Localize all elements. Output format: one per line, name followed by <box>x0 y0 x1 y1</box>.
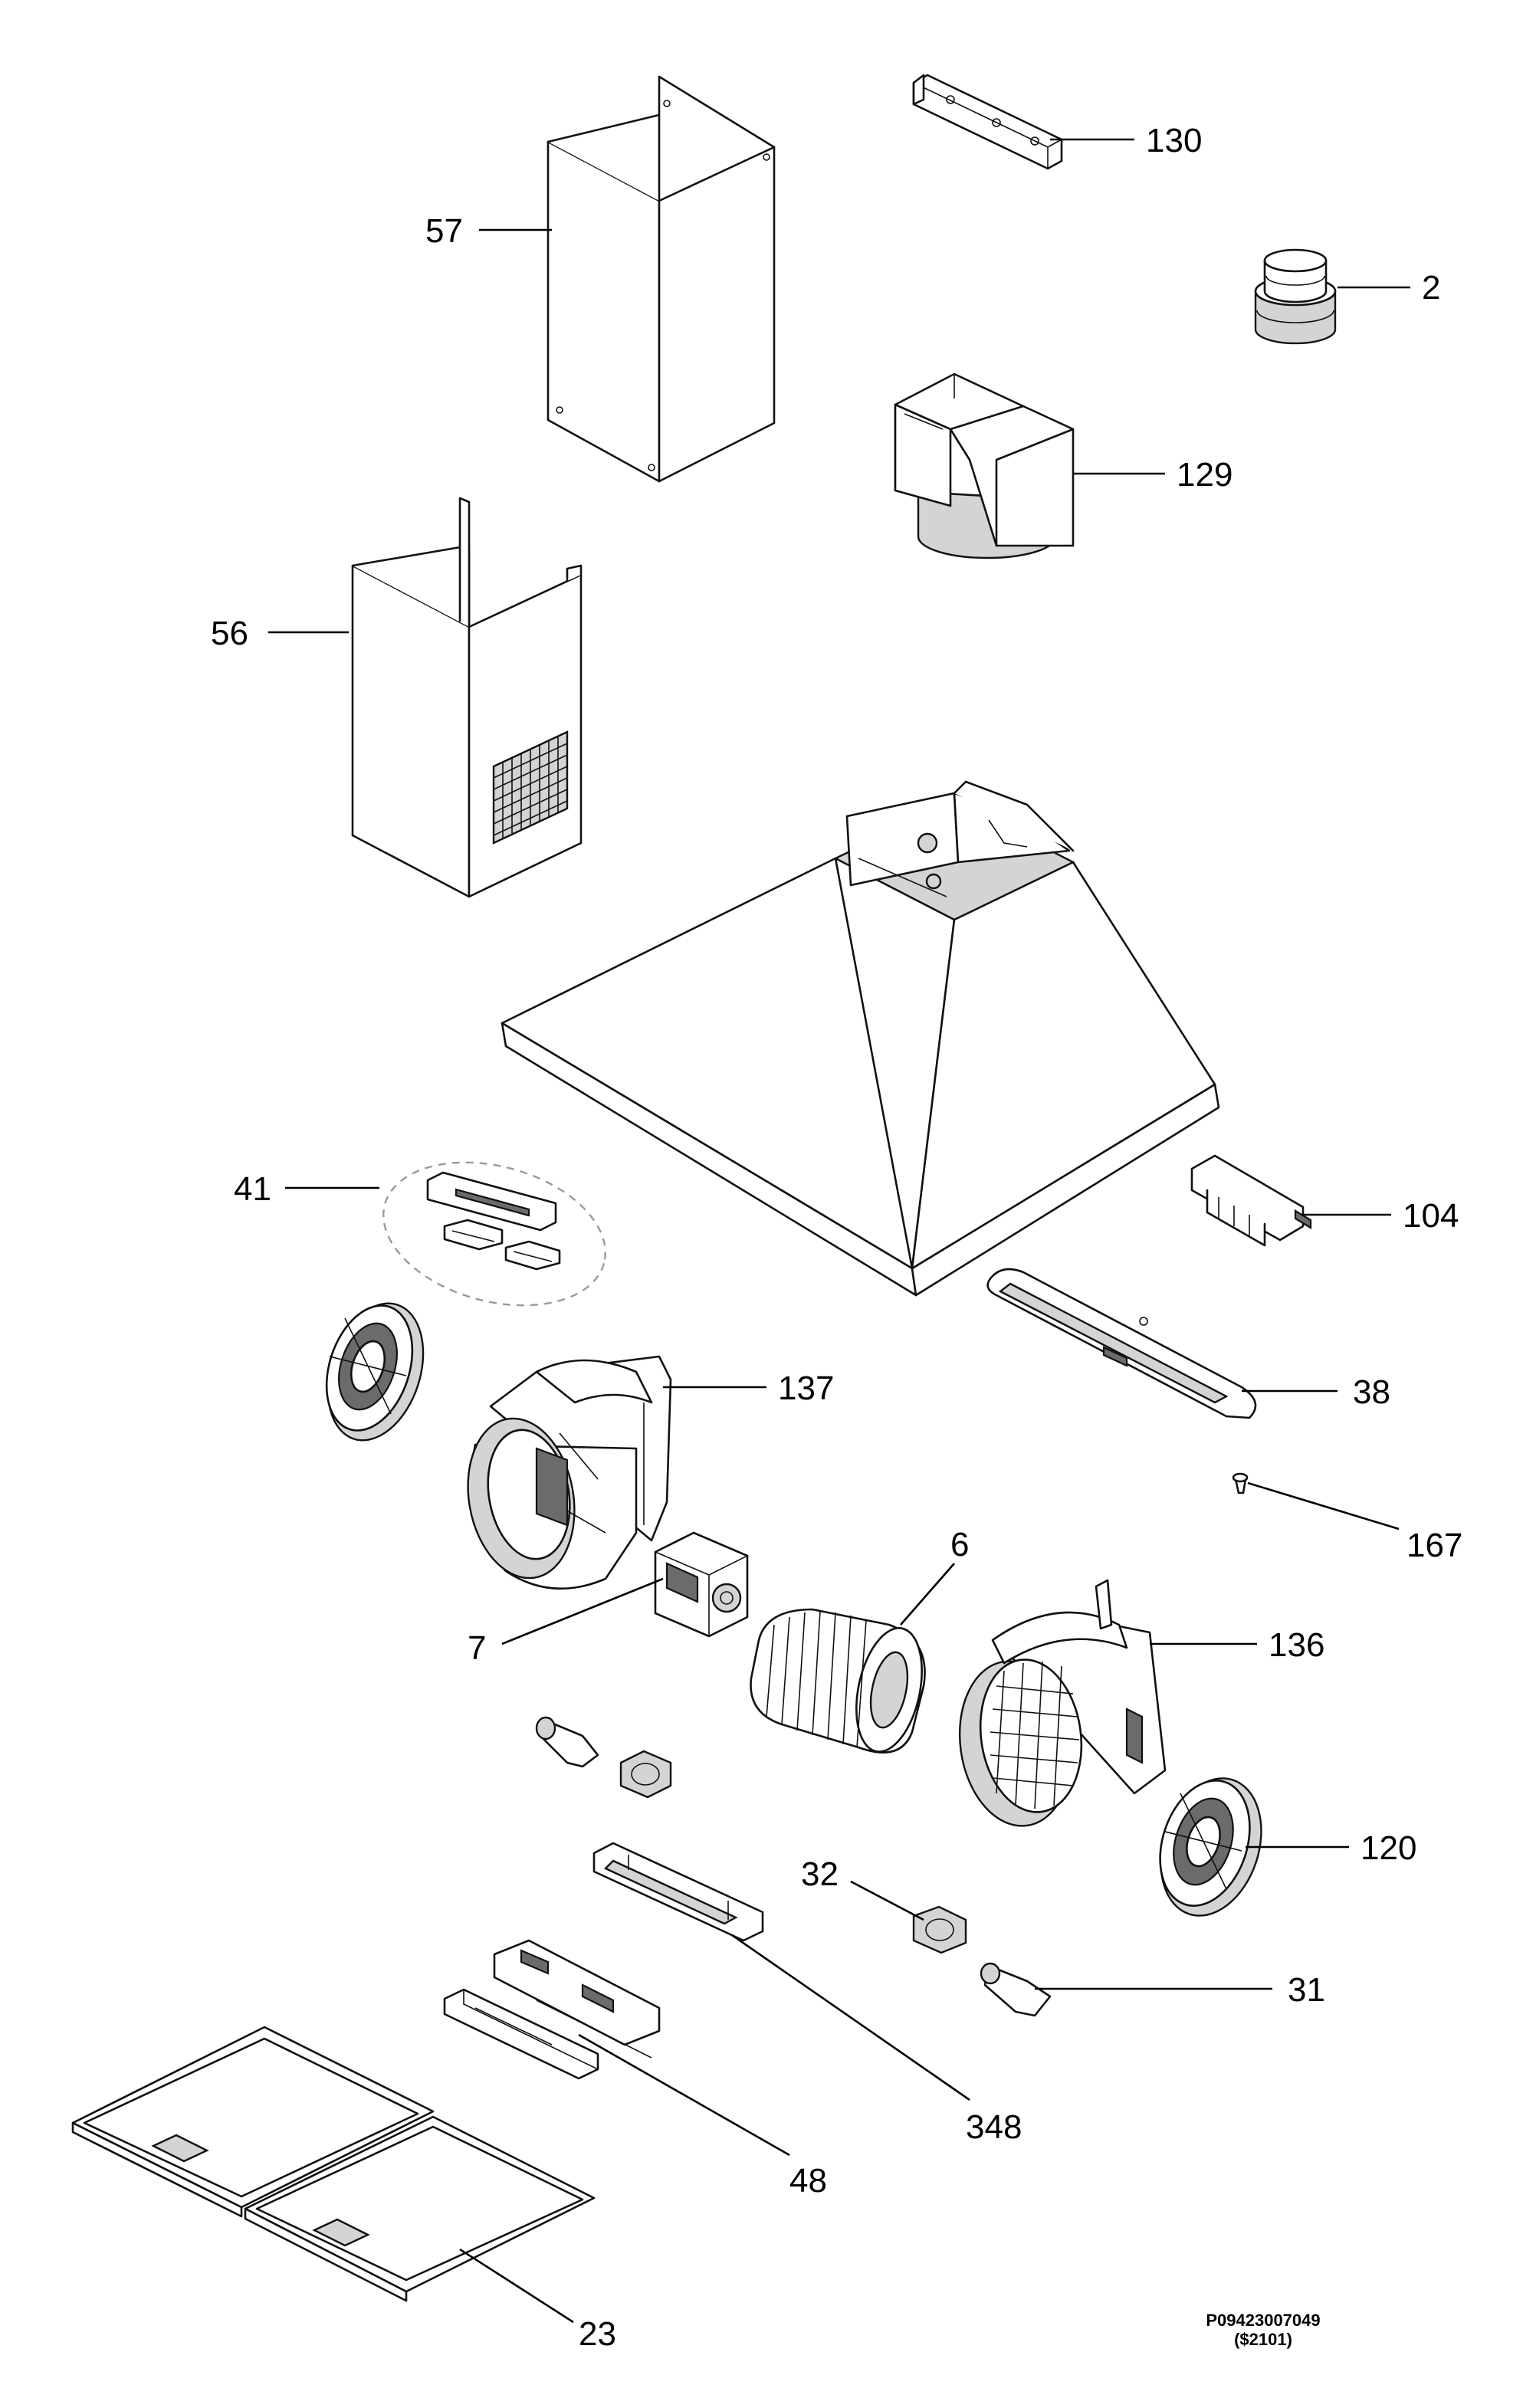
leader-6 <box>900 1563 955 1626</box>
part-129-air-deflector <box>894 372 1075 559</box>
part-137-motor-housing-left <box>467 1355 672 1590</box>
part-136-motor-housing-right <box>958 1579 1167 1827</box>
leader-lines <box>268 138 1410 2324</box>
part-6-blower-wheel <box>750 1608 926 1754</box>
callout-56: 56 <box>211 615 248 652</box>
part-31-bulb <box>980 1962 1052 2017</box>
callout-2: 2 <box>1422 269 1440 307</box>
part-104-lamp-cover <box>1190 1154 1312 1247</box>
part-120-carbon-filter-left <box>325 1302 425 1442</box>
part-57-upper-chimney <box>547 75 776 483</box>
callout-labels: 130 2 57 129 56 41 104 137 38 167 6 7 13… <box>211 122 1462 2353</box>
callout-348: 348 <box>966 2108 1022 2146</box>
diagram-revision: ($2101) <box>1234 2330 1292 2349</box>
callout-31: 31 <box>1288 1971 1325 2009</box>
callout-7: 7 <box>468 1629 486 1667</box>
leader-7 <box>501 1577 664 1645</box>
leader-348 <box>731 1934 970 2101</box>
part-7-motor <box>654 1531 749 1638</box>
part-120-carbon-filter-right <box>1159 1777 1262 1917</box>
part-167-screw <box>1232 1472 1249 1494</box>
callout-120: 120 <box>1361 1829 1416 1867</box>
leader-32 <box>850 1880 924 1921</box>
leader-23 <box>459 2248 574 2324</box>
part-56-lower-chimney <box>351 497 583 898</box>
part-control-board <box>493 1939 661 2059</box>
part-32-lampholder <box>912 1905 967 1954</box>
part-38-lamp-frame <box>986 1268 1257 1419</box>
callout-57: 57 <box>425 212 463 250</box>
callout-23: 23 <box>579 2315 616 2353</box>
part-348-lamp-housing <box>592 1842 764 1942</box>
callout-41: 41 <box>234 1170 271 1208</box>
leader-167 <box>1247 1481 1400 1530</box>
callout-38: 38 <box>1353 1373 1390 1411</box>
part-main-hood-canopy <box>501 780 1220 1297</box>
part-23-grease-filters <box>71 2026 596 2302</box>
callout-167: 167 <box>1406 1527 1462 1564</box>
part-lampholder-left <box>619 1750 672 1799</box>
part-2-duct-collar <box>1254 248 1337 345</box>
leader-48 <box>578 2033 790 2157</box>
callout-130: 130 <box>1146 122 1202 159</box>
callout-137: 137 <box>778 1370 834 1407</box>
callout-48: 48 <box>789 2162 827 2200</box>
part-48-switch-board <box>443 1988 599 2080</box>
part-lamp-bulb-left <box>535 1716 599 1768</box>
callout-136: 136 <box>1269 1626 1324 1664</box>
callout-6: 6 <box>950 1526 969 1563</box>
callout-129: 129 <box>1177 456 1233 494</box>
part-130-wall-bracket <box>912 74 1063 170</box>
chimney-vent-grille <box>492 730 569 845</box>
part-41-control-panel-group <box>382 1161 606 1307</box>
diagram-footer: P09423007049 ($2101) <box>1206 2311 1320 2349</box>
diagram-code: P09423007049 <box>1206 2311 1320 2330</box>
callout-32: 32 <box>801 1855 839 1893</box>
callout-104: 104 <box>1403 1197 1459 1235</box>
